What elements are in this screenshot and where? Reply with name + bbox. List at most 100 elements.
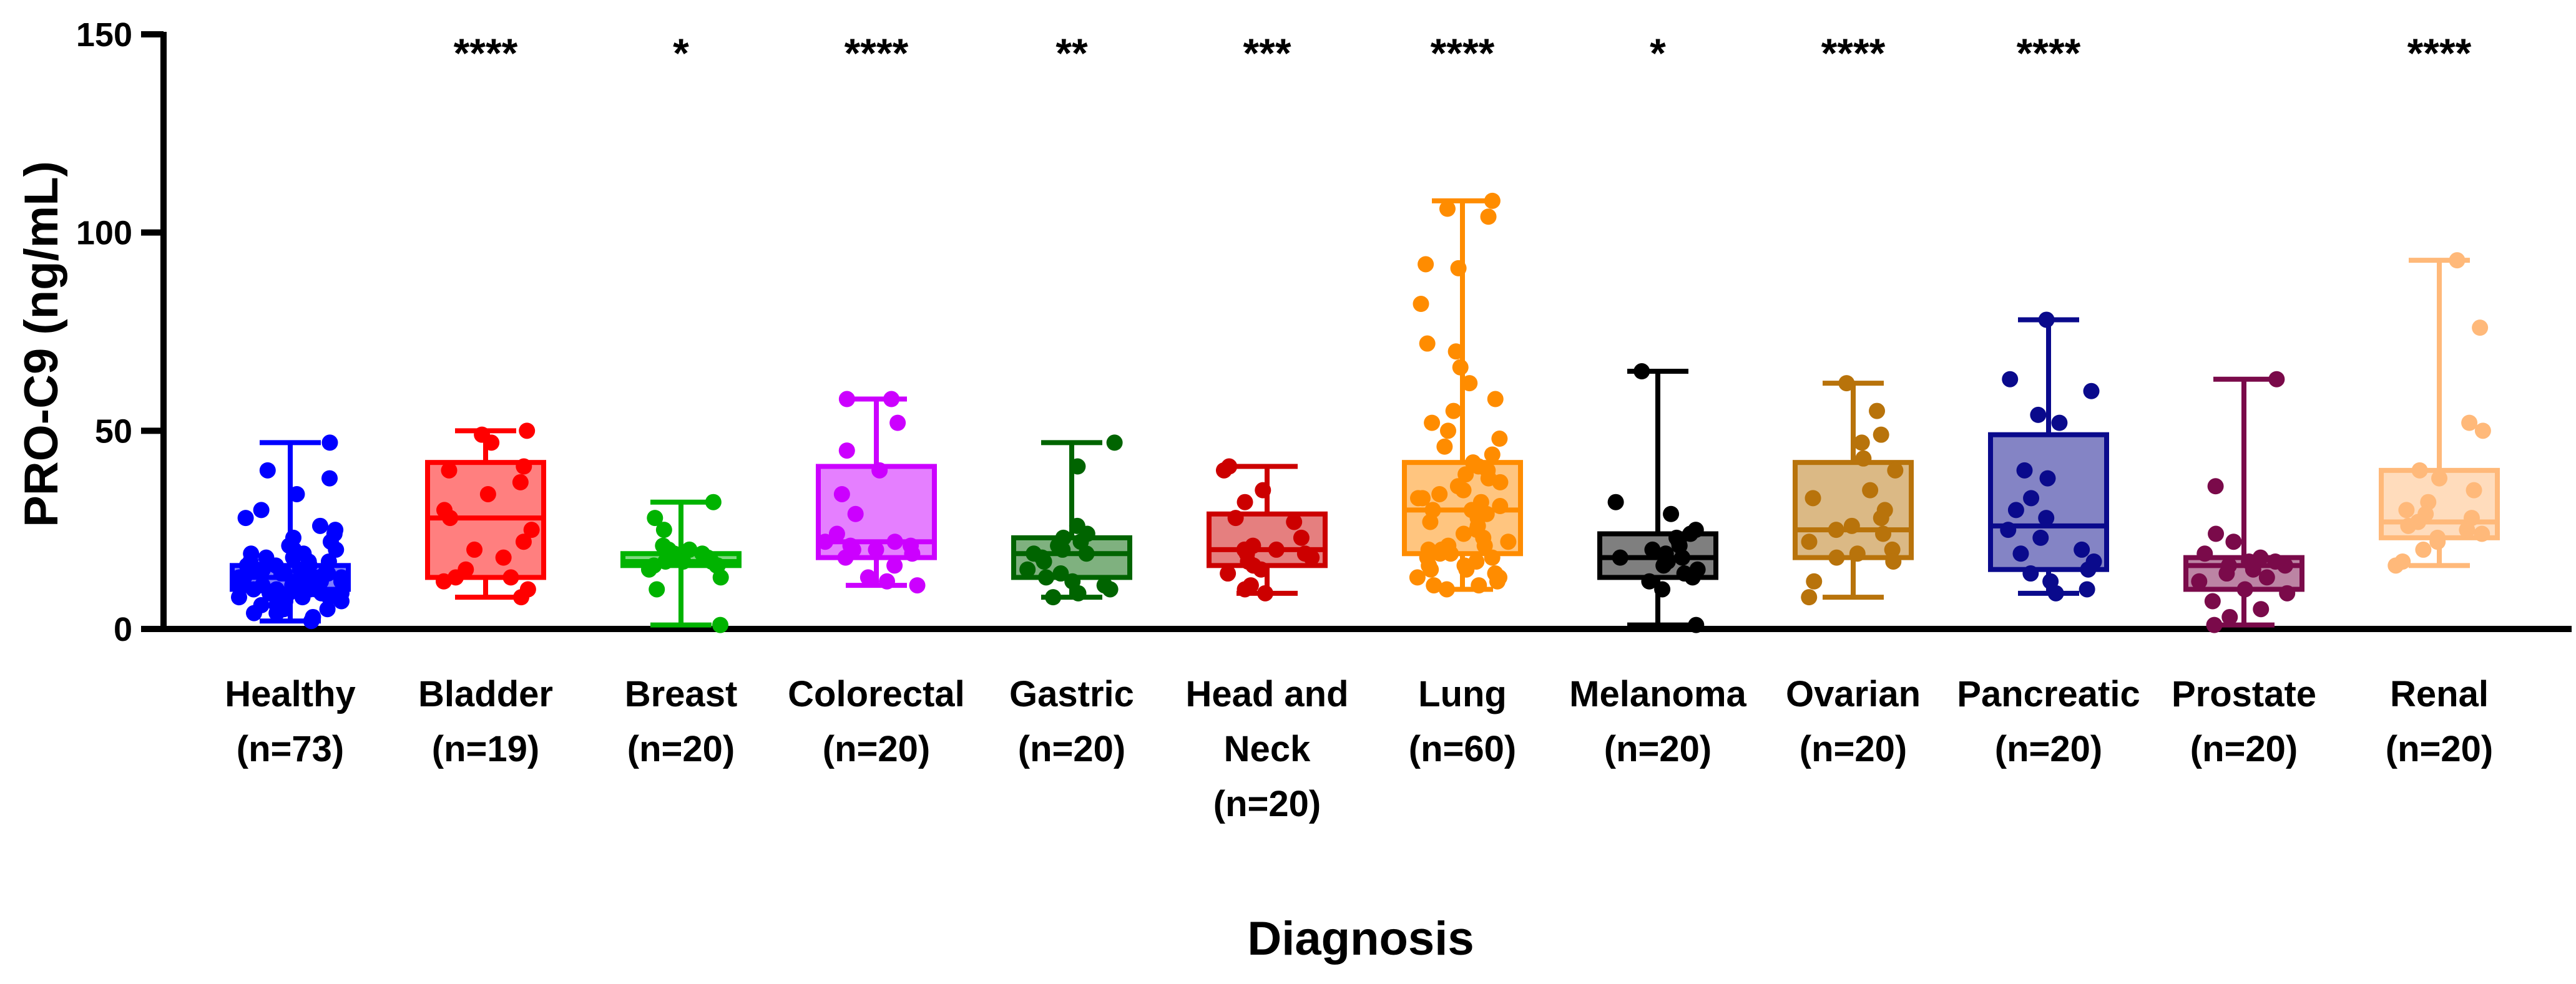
data-point <box>2466 482 2482 499</box>
data-point <box>1439 422 1456 439</box>
data-point <box>1255 482 1271 499</box>
data-point <box>1227 510 1244 527</box>
data-point <box>1237 494 1253 510</box>
x-tick-label: Head and <box>1185 674 1348 714</box>
significance-label: **** <box>454 30 518 76</box>
data-point <box>1455 482 1472 499</box>
data-point <box>268 605 285 621</box>
data-point <box>859 569 876 586</box>
data-point <box>2218 565 2235 582</box>
data-point <box>1612 549 1628 566</box>
x-tick-label: Pancreatic <box>1957 674 2140 714</box>
data-point <box>1682 525 1699 542</box>
data-point <box>1828 522 1844 538</box>
data-point <box>479 485 496 502</box>
data-point <box>838 442 855 459</box>
data-point <box>1253 561 1270 578</box>
data-point <box>655 522 672 538</box>
data-point <box>1268 541 1285 558</box>
data-point <box>2007 502 2024 519</box>
data-point <box>838 391 855 407</box>
data-point <box>2398 502 2415 519</box>
x-tick-label: (n=20) <box>1604 729 1712 769</box>
data-point <box>1862 482 1879 499</box>
data-point <box>640 561 657 578</box>
data-point <box>245 605 262 621</box>
data-point <box>904 545 921 562</box>
data-point <box>1215 462 1232 479</box>
y-tick-label: 50 <box>95 412 132 450</box>
y-tick-label: 0 <box>114 611 132 648</box>
data-point <box>1418 256 1434 273</box>
data-point <box>1257 585 1274 602</box>
data-point <box>833 485 850 502</box>
data-point <box>1438 581 1455 598</box>
data-point <box>1491 431 1508 447</box>
data-point <box>285 549 301 566</box>
x-tick-label: Melanoma <box>1569 674 1746 714</box>
data-point <box>2012 545 2029 562</box>
data-point <box>2225 533 2242 550</box>
labels-layer: Healthy(n=73)Bladder(n=19)****Breast(n=2… <box>225 30 2493 824</box>
data-point <box>1805 490 1821 507</box>
data-point <box>1663 505 1680 522</box>
x-tick-label: (n=20) <box>1018 729 1125 769</box>
data-point <box>466 541 483 558</box>
x-tick-label: Lung <box>1418 674 1507 714</box>
data-point <box>1855 450 1872 467</box>
data-point <box>1422 514 1439 530</box>
x-tick-label: Ovarian <box>1786 674 1921 714</box>
data-point <box>333 593 350 610</box>
data-point <box>2030 406 2047 423</box>
data-point <box>705 494 722 510</box>
data-point <box>321 434 338 451</box>
data-point <box>303 613 320 630</box>
data-point <box>245 581 262 598</box>
data-point <box>1445 402 1462 419</box>
data-point <box>1286 514 1303 530</box>
data-point <box>1869 402 1886 419</box>
data-point <box>1070 585 1087 602</box>
data-point <box>1674 549 1691 566</box>
x-tick-label: (n=20) <box>1995 729 2102 769</box>
x-tick-label: (n=19) <box>432 729 539 769</box>
data-point <box>2191 573 2208 590</box>
data-point <box>2016 462 2033 479</box>
data-point <box>2245 561 2261 578</box>
x-tick-label: (n=20) <box>823 729 930 769</box>
data-point <box>442 510 459 527</box>
data-point <box>523 522 540 538</box>
data-point <box>649 581 665 598</box>
significance-label: ** <box>1055 30 1088 76</box>
data-point <box>1436 438 1453 455</box>
data-point <box>847 505 864 522</box>
data-point <box>1688 616 1705 633</box>
boxes-layer <box>230 198 2500 628</box>
y-tick-label: 100 <box>76 215 132 252</box>
data-point <box>1484 192 1501 209</box>
data-point <box>294 589 311 606</box>
data-point <box>2207 478 2224 495</box>
data-point <box>1452 359 1469 376</box>
significance-label: * <box>1650 30 1666 76</box>
x-tick-label: (n=20) <box>1800 729 1907 769</box>
significance-label: **** <box>2407 30 2472 76</box>
data-point <box>1038 569 1055 586</box>
data-point <box>1684 569 1701 586</box>
x-tick-label: (n=20) <box>2386 729 2493 769</box>
data-point <box>2051 414 2068 431</box>
data-point <box>1884 541 1901 558</box>
data-point <box>2279 585 2296 602</box>
data-point <box>909 577 926 594</box>
data-point <box>2204 593 2221 610</box>
significance-label: *** <box>1243 30 1291 76</box>
data-point <box>483 434 500 451</box>
significance-label: **** <box>845 30 909 76</box>
data-point <box>1654 581 1671 598</box>
data-point <box>319 601 336 618</box>
data-point <box>1641 573 1658 590</box>
data-point <box>1450 260 1467 276</box>
data-point <box>1607 494 1624 510</box>
data-point <box>1410 490 1427 507</box>
